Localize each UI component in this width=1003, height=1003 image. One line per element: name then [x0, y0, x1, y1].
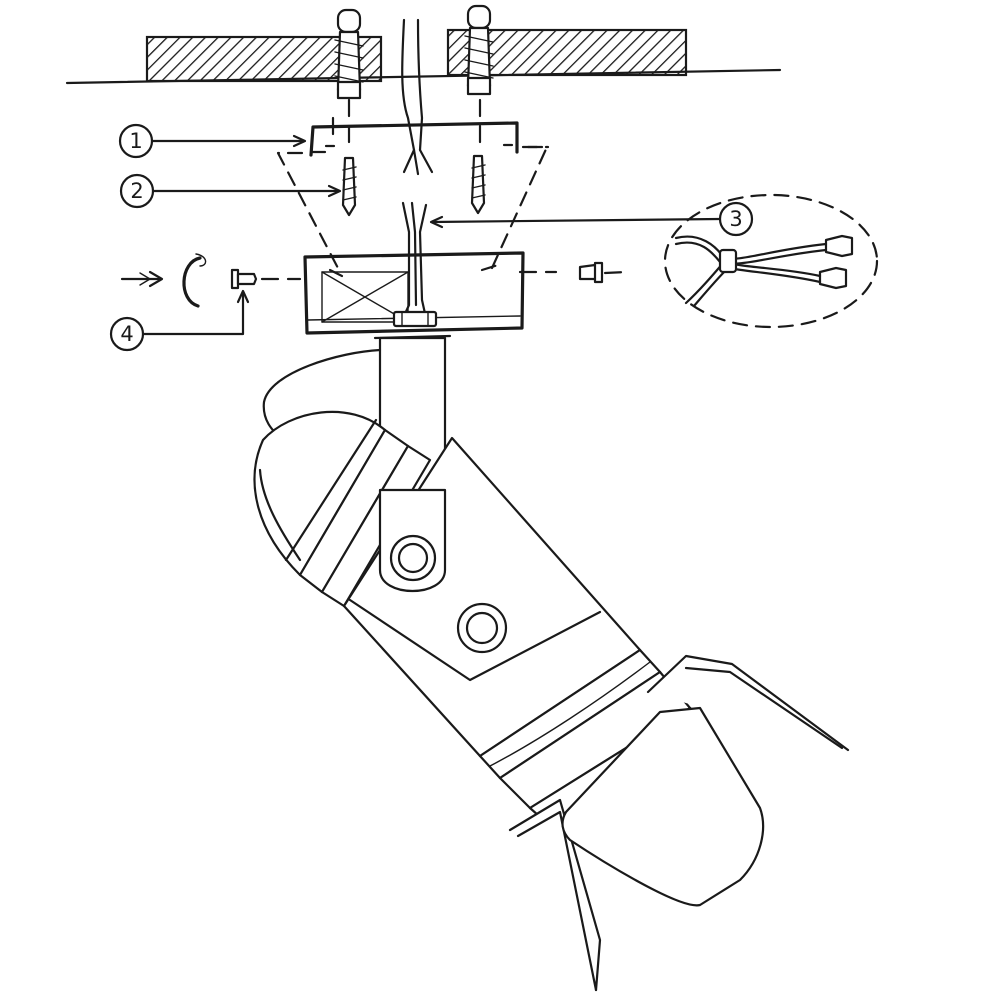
wall-anchor-right — [464, 4, 494, 96]
projection-lines — [276, 145, 550, 274]
cable-nut — [392, 310, 438, 328]
arm-front — [378, 488, 447, 592]
callout-4-label: 4 — [120, 322, 133, 346]
callout-4: 4 — [109, 289, 250, 352]
callout-3: 3 — [429, 201, 754, 237]
ceiling — [65, 28, 782, 85]
canopy-screw-left — [230, 268, 302, 290]
insert-arrow — [120, 270, 164, 288]
callout-2: 2 — [119, 173, 342, 209]
screw-right — [470, 154, 486, 215]
callout-2-label: 2 — [130, 179, 143, 203]
wire-connection-detail — [663, 193, 879, 329]
callout-3-label: 3 — [729, 207, 742, 231]
mounting-bracket — [309, 121, 519, 157]
adjustment-knob — [456, 602, 508, 654]
side-screw-right — [578, 261, 604, 284]
fixture-wires — [401, 201, 428, 320]
callout-1: 1 — [118, 123, 307, 159]
callout-1-label: 1 — [129, 129, 142, 153]
canopy-box — [303, 251, 628, 335]
spring-clip — [182, 253, 207, 308]
junction-plate — [321, 271, 409, 323]
wall-anchor-left — [334, 8, 364, 100]
barn-doors — [508, 654, 850, 992]
screw-left — [341, 156, 357, 217]
supply-wire — [401, 18, 434, 176]
